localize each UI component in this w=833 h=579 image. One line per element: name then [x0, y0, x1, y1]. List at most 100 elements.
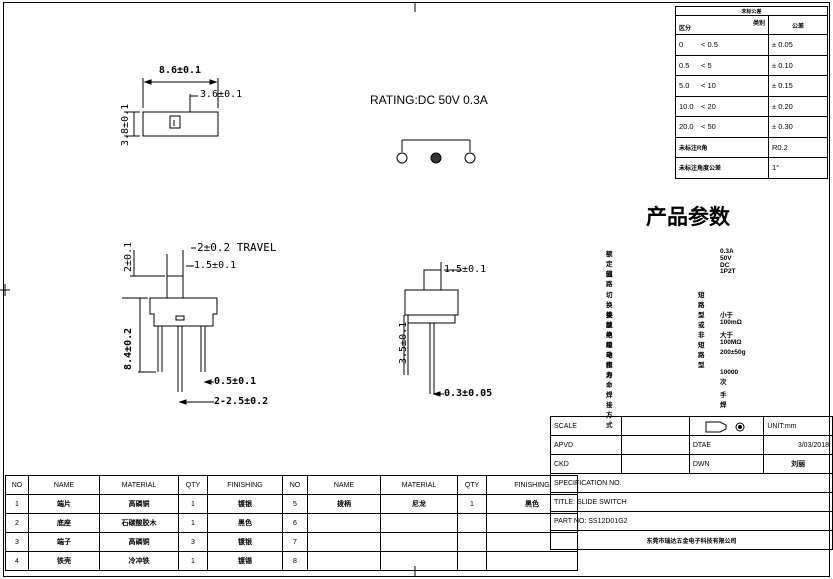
- tb-apvd-value: [620, 435, 690, 455]
- tb-dwn: DWN: [688, 454, 765, 474]
- bom-cell: 3: [178, 532, 208, 552]
- dim-side-h: 3.5±0.1: [398, 321, 409, 364]
- tb-apvd: APVD: [550, 435, 622, 455]
- tol-extra-label: 未标注R角: [675, 136, 769, 158]
- tb-scale: SCALE: [550, 416, 622, 436]
- tb-part: PART NO: SS12D01G2: [550, 511, 833, 531]
- tolerance-row: 20.0< 50: [675, 116, 769, 138]
- tolerance-header-left: 区分 类别: [675, 15, 769, 35]
- front-view: [122, 247, 218, 405]
- dim-actuator-w: 1.5±0.1: [194, 260, 237, 271]
- param-label: 切换类型: [606, 292, 613, 329]
- bom-header: NO: [5, 475, 29, 495]
- tolerance-row: 0 < 0.5: [675, 34, 769, 56]
- param-value: 手焊: [720, 392, 727, 409]
- param-value: 小于100mΩ: [720, 312, 742, 326]
- bom-cell: 3: [5, 532, 29, 552]
- tol-value: ± 0.30: [768, 116, 828, 138]
- tol-a: 5.0: [679, 81, 690, 91]
- tol-a: 20.0: [679, 122, 694, 132]
- bom-header: QTY: [457, 475, 487, 495]
- tol-a: 10.0: [679, 101, 694, 111]
- bom-cell: 镀银: [207, 494, 283, 514]
- tol-b: < 5: [701, 60, 712, 70]
- param-label: 接触电阻: [606, 312, 613, 349]
- dim-top-slot: 3.6±0.1: [200, 89, 243, 100]
- bom-cell: 7: [282, 532, 308, 552]
- dim-top-height: 3.8±0.1: [120, 103, 131, 146]
- bom-header: NO: [282, 475, 308, 495]
- dim-total-h: 8.4±0.2: [123, 327, 134, 370]
- tol-extra-label: 未标注角度公差: [675, 157, 769, 179]
- tol-value: ± 0.15: [768, 75, 828, 97]
- params-title: 产品参数: [646, 206, 730, 229]
- tb-dwn-name: 刘丽: [763, 454, 833, 474]
- bom-header-row: NO NAME MATERIAL QTY FINISHING NO NAME M…: [5, 475, 578, 495]
- param-value: 10000次: [720, 369, 739, 386]
- bom-cell: 黑色: [486, 494, 578, 514]
- tb-company: 东莞市瑞达五金电子科技有限公司: [550, 530, 833, 550]
- bom-cell: 高磷铜: [99, 494, 179, 514]
- tol-a: 0: [679, 40, 684, 50]
- bom-cell: 尼龙: [380, 494, 458, 514]
- bom-cell: 石碳酸胶木: [99, 513, 179, 533]
- bom-cell: [457, 532, 487, 552]
- tol-extra-value: R0.2: [768, 136, 828, 158]
- side-view: [403, 262, 462, 397]
- dim-side-act: 1.5±0.1: [444, 264, 487, 275]
- param-value: 1P2T: [720, 268, 736, 275]
- bom-cell: 5: [282, 494, 308, 514]
- bom-cell: [380, 532, 458, 552]
- tol-b: < 10: [701, 81, 716, 91]
- param-label: 寿命: [606, 372, 613, 389]
- bom-header: MATERIAL: [99, 475, 179, 495]
- tolerance-row: 0.5< 5: [675, 54, 769, 76]
- dim-pin-w: 0.5±0.1: [214, 376, 257, 387]
- bom-cell: 底座: [28, 513, 100, 533]
- param-value: 200±50g: [720, 349, 746, 356]
- tb-projection: [688, 416, 765, 436]
- tol-extra-value: 1°: [768, 157, 828, 179]
- tb-dtae: DTAE: [688, 435, 765, 455]
- bom-table: NO NAME MATERIAL QTY FINISHING NO NAME M…: [5, 475, 578, 571]
- bom-header: MATERIAL: [380, 475, 458, 495]
- bom-cell: 1: [178, 551, 208, 571]
- dim-top-width: 8.6±0.1: [158, 65, 202, 76]
- bom-header: NAME: [307, 475, 381, 495]
- bom-cell: 黑色: [207, 513, 283, 533]
- param-label: 回路: [606, 271, 613, 288]
- tol-b: < 20: [701, 101, 716, 111]
- tol-b: < 0.5: [701, 40, 718, 50]
- bom-cell: 端片: [28, 494, 100, 514]
- tb-date: 3/03/2018: [763, 435, 833, 455]
- bom-cell: 镀银: [207, 532, 283, 552]
- bom-cell: 镀锡: [207, 551, 283, 571]
- dim-actuator-h: 2±0.1: [123, 241, 134, 272]
- bom-cell: 1: [178, 513, 208, 533]
- tb-ckd: CKD: [550, 454, 622, 474]
- param-value: 短路型或非短路型: [698, 292, 705, 369]
- tb-unit: UNIT:mm: [763, 416, 833, 436]
- bom-header: FINISHING: [486, 475, 578, 495]
- tolerance-row: 10.0 < 20: [675, 95, 769, 117]
- tol-value: ± 0.20: [768, 95, 828, 117]
- bom-cell: [486, 532, 578, 552]
- dim-travel: 2±0.2 TRAVEL: [197, 241, 277, 254]
- bom-cell: [307, 532, 381, 552]
- param-label: 绝缘电阻: [606, 332, 613, 369]
- tb-scale-value: [620, 416, 690, 436]
- tb-title: TITLE: SLIDE SWITCH: [550, 492, 833, 512]
- bom-cell: [486, 513, 578, 533]
- bom-header: FINISHING: [207, 475, 283, 495]
- bom-cell: 1: [178, 494, 208, 514]
- bom-cell: 高磷铜: [99, 532, 179, 552]
- bom-cell: 拨柄: [307, 494, 381, 514]
- bom-cell: 2: [5, 513, 29, 533]
- bom-cell: [486, 551, 578, 571]
- tol-value: ± 0.05: [768, 34, 828, 56]
- tolerance-table: 未标公差 区分 类别 公差 0< 0.5± 0.05 0.5< 5± 0.10 …: [675, 6, 828, 179]
- bom-cell: [307, 513, 381, 533]
- bom-cell: [457, 551, 487, 571]
